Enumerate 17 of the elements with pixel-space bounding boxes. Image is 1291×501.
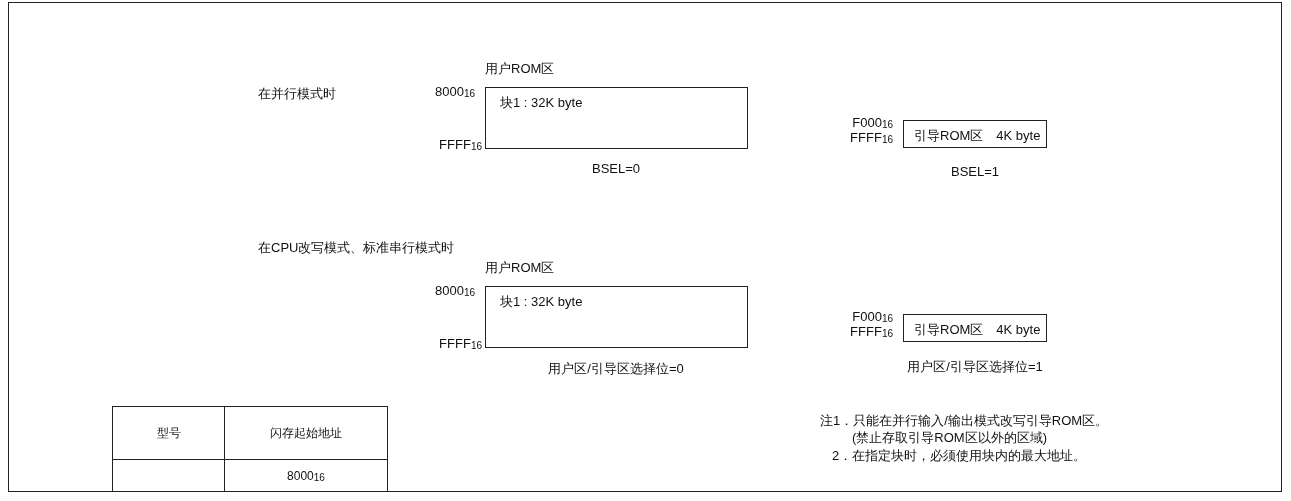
area-heading: 用户ROM区	[485, 259, 555, 277]
block-label: 块1 : 32K byte	[500, 293, 583, 311]
note-text: (禁止存取引导ROM区以外的区域)	[852, 429, 1047, 447]
select-bit-label: 用户区/引导区选择位=1	[907, 358, 1043, 376]
block-label: 引导ROM区 4K byte	[914, 321, 1041, 339]
block-label: 引导ROM区 4K byte	[914, 127, 1041, 145]
section-heading: 在并行模式时	[258, 85, 336, 103]
note-text: 注1．只能在并行输入/输出模式改写引导ROM区。	[820, 412, 1109, 430]
select-bit-label: BSEL=1	[950, 164, 1000, 179]
select-bit-label: BSEL=0	[591, 161, 641, 176]
note-text: 2．在指定块时，必须使用块内的最大地址。	[832, 447, 1087, 465]
select-bit-label: 用户区/引导区选择位=0	[548, 360, 684, 378]
block-label: 块1 : 32K byte	[500, 94, 583, 112]
column-header: 型号	[156, 424, 181, 442]
column-header: 闪存起始地址	[270, 424, 342, 442]
area-heading: 用户ROM区	[485, 60, 555, 78]
section-heading: 在CPU改写模式、标准串行模式时	[258, 239, 455, 257]
